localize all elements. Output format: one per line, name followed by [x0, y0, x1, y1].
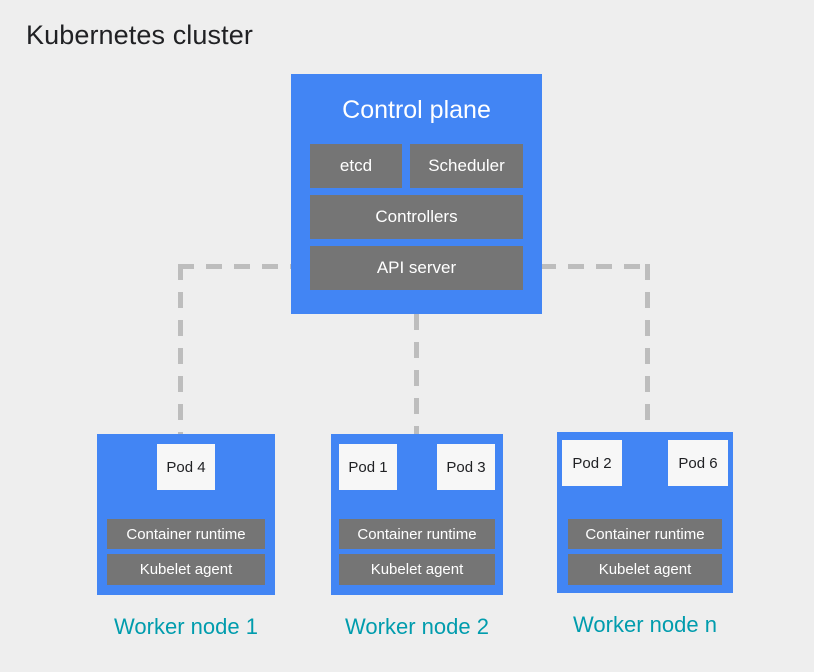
connector-left-horizontal — [178, 264, 293, 269]
control-plane-title: Control plane — [342, 96, 491, 124]
worker-node-1-box: Pod 4 Container runtime Kubelet agent — [97, 434, 275, 595]
connector-left-vertical — [178, 264, 183, 436]
kubelet-agent-box: Kubelet agent — [339, 554, 495, 585]
worker-node-1-label: Worker node 1 — [114, 614, 258, 639]
control-plane-component-controllers: Controllers — [310, 195, 523, 239]
worker-node-2-label: Worker node 2 — [345, 614, 489, 639]
container-runtime-box: Container runtime — [339, 519, 495, 549]
pod-box: Pod 4 — [157, 444, 215, 490]
container-runtime-box: Container runtime — [568, 519, 722, 549]
worker-node-2-box: Pod 1 Pod 3 Container runtime Kubelet ag… — [331, 434, 503, 595]
control-plane-component-scheduler: Scheduler — [410, 144, 523, 188]
control-plane-box: Control plane etcd Scheduler Controllers… — [291, 74, 542, 314]
kubelet-agent-box: Kubelet agent — [568, 554, 722, 585]
worker-node-n-box: Pod 2 Pod 6 Container runtime Kubelet ag… — [557, 432, 733, 593]
pod-box: Pod 3 — [437, 444, 495, 490]
pod-box: Pod 1 — [339, 444, 397, 490]
worker-node-n-label: Worker node n — [573, 612, 717, 637]
page-title: Kubernetes cluster — [26, 20, 253, 50]
control-plane-component-etcd: etcd — [310, 144, 402, 188]
container-runtime-box: Container runtime — [107, 519, 265, 549]
pod-box: Pod 6 — [668, 440, 728, 486]
kubelet-agent-box: Kubelet agent — [107, 554, 265, 585]
connector-center-vertical — [414, 314, 419, 436]
connector-right-vertical — [645, 264, 650, 436]
control-plane-component-api-server: API server — [310, 246, 523, 290]
pod-box: Pod 2 — [562, 440, 622, 486]
connector-right-horizontal — [540, 264, 650, 269]
